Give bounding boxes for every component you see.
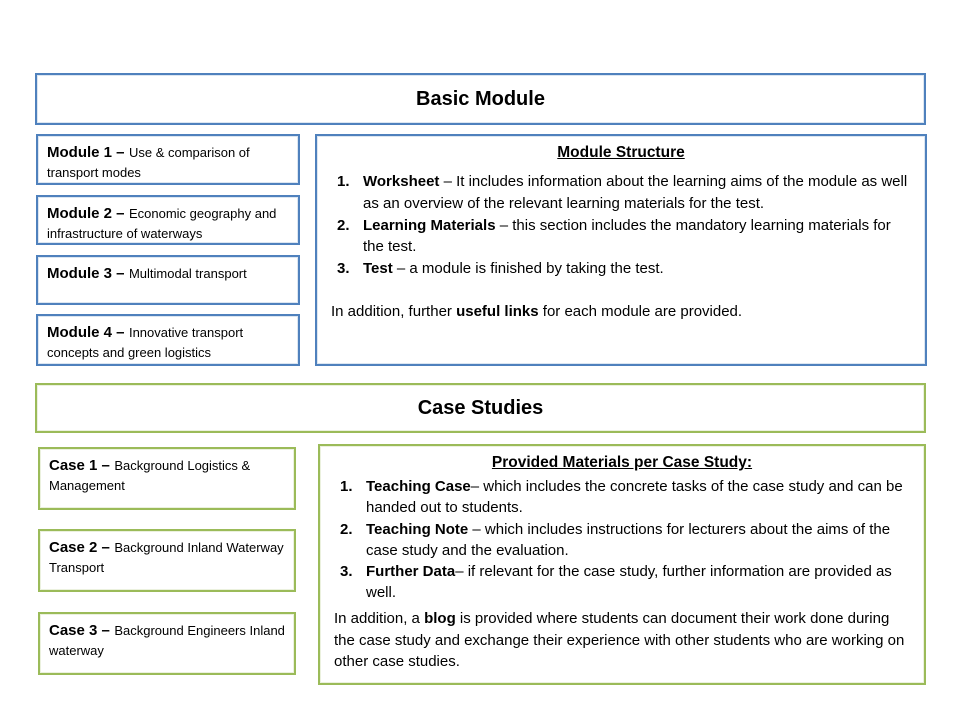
list-item: 1. Teaching Case– which includes the con… (334, 476, 910, 519)
basic-module-header: Basic Module (35, 73, 926, 125)
module-1-box: Module 1 – Use & comparison of transport… (36, 134, 300, 185)
list-item-number: 3. (337, 260, 350, 277)
module-4-desc: Innovative transport concepts and green … (47, 325, 244, 360)
module-3-box: Module 3 – Multimodal transport (36, 255, 300, 305)
list-item: 3. Test – a module is finished by taking… (331, 258, 911, 280)
module-4-label: Module 4 – (47, 324, 125, 341)
list-item: 2. Learning Materials – this section inc… (331, 215, 911, 259)
list-item-text: Test – a module is finished by taking th… (363, 260, 664, 277)
module-3-label: Module 3 – (47, 265, 125, 282)
case-studies-header: Case Studies (35, 383, 926, 433)
case-3-box: Case 3 – Background Engineers Inland wat… (38, 612, 296, 675)
case-1-box: Case 1 – Background Logistics & Manageme… (38, 447, 296, 510)
module-3-desc: Multimodal transport (128, 266, 247, 281)
case-materials-list: 1. Teaching Case– which includes the con… (334, 476, 910, 604)
list-item-text: Teaching Case– which includes the concre… (366, 478, 903, 517)
case-2-box: Case 2 – Background Inland Waterway Tran… (38, 529, 296, 592)
basic-module-title: Basic Module (416, 87, 545, 110)
list-item-number: 2. (337, 216, 350, 234)
module-2-desc: Economic geography and infrastructure of… (47, 206, 277, 241)
list-item: 2. Teaching Note – which includes instru… (334, 519, 910, 562)
case-3-desc: Background Engineers Inland waterway (49, 623, 285, 658)
module-4-box: Module 4 – Innovative transport concepts… (36, 314, 300, 366)
list-item-number: 3. (340, 563, 353, 581)
module-1-label: Module 1 – (47, 144, 125, 161)
list-item-text: Further Data– if relevant for the case s… (366, 563, 892, 602)
list-item-number: 2. (340, 520, 353, 538)
case-1-desc: Background Logistics & Management (49, 458, 251, 493)
list-item-text: Worksheet – It includes information abou… (363, 173, 908, 212)
module-structure-list: 1. Worksheet – It includes information a… (331, 171, 911, 280)
case-materials-box: Provided Materials per Case Study: 1. Te… (318, 444, 926, 685)
module-2-label: Module 2 – (47, 205, 125, 222)
case-materials-title: Provided Materials per Case Study: (491, 454, 753, 471)
case-3-label: Case 3 – (49, 622, 110, 639)
case-2-label: Case 2 – (49, 539, 110, 556)
list-item: 3. Further Data– if relevant for the cas… (334, 561, 910, 604)
module-structure-footer: In addition, further useful links for ea… (331, 302, 743, 320)
module-structure-title: Module Structure (557, 144, 685, 161)
list-item: 1. Worksheet – It includes information a… (331, 171, 911, 215)
list-item-number: 1. (337, 173, 350, 190)
case-2-desc: Background Inland Waterway Transport (49, 540, 284, 575)
module-1-desc: Use & comparison of transport modes (47, 145, 250, 180)
case-studies-title: Case Studies (417, 396, 544, 419)
case-1-label: Case 1 – (49, 457, 110, 474)
case-materials-footer: In addition, a blog is provided where st… (334, 609, 905, 671)
module-2-box: Module 2 – Economic geography and infras… (36, 195, 300, 245)
list-item-number: 1. (340, 478, 353, 495)
module-structure-box: Module Structure 1. Worksheet – It inclu… (315, 134, 927, 366)
list-item-text: Learning Materials – this section includ… (363, 216, 891, 256)
list-item-text: Teaching Note – which includes instructi… (366, 520, 891, 559)
